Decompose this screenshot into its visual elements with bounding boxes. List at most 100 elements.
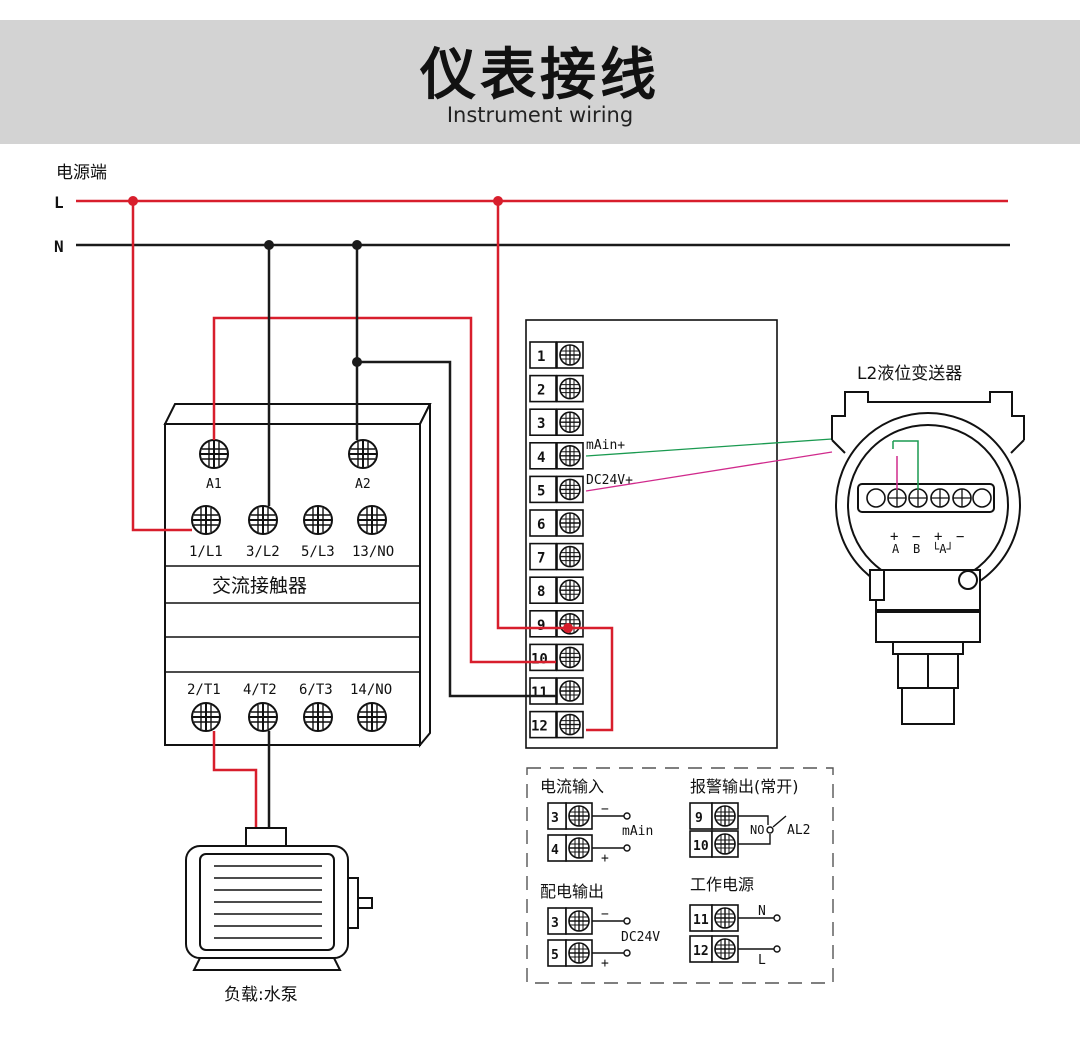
line-l-label: L [54,193,64,212]
legend-pin-box [547,834,567,862]
tx-plus-2: + [934,529,942,545]
neutral-wires [267,245,556,838]
terminal-screw [556,374,584,403]
transmitter-hole [972,488,992,508]
contactor-term-3l2: 3/L2 [246,544,280,560]
level-transmitter [831,391,1025,725]
page-subtitle: Instrument wiring [446,103,634,127]
contactor-label: 交流接触器 [212,575,307,597]
terminal-number-box [529,475,557,504]
legend-pin: 3 [551,916,559,931]
legend-pin: 5 [551,948,559,963]
motor-label: 负载:水泵 [224,985,298,1005]
terminal-screw [556,341,584,369]
terminal-number-box [529,677,557,705]
terminal-number-box [529,710,557,739]
terminal-screw [556,441,584,470]
legend-terminal [565,802,593,830]
legend-terminal [711,935,739,963]
legend-signal: mAin [622,824,653,839]
legend-terminal [565,907,593,935]
tx-b-label: B [913,542,920,556]
legend-box [526,767,834,984]
transmitter-hole [866,488,886,508]
legend-pin: 4 [551,843,559,858]
junction-dot [493,196,503,206]
line-n-label: N [54,237,64,256]
junction-dot [352,240,362,250]
legend-current-input-title: 电流输入 [540,777,604,796]
header-banner [0,20,1080,144]
page-title: 仪表接线 [420,43,660,108]
terminal-number-box [529,341,557,369]
terminal-number: 2 [537,383,545,399]
terminal-number: 3 [537,416,545,432]
pin4-label: mAin+ [586,438,625,453]
tx-a-label: A [892,542,900,556]
legend-signal: DC24V [621,930,660,945]
contactor-term-4t2: 4/T2 [243,682,277,698]
terminal-number: 1 [537,349,545,365]
contactor [163,403,432,748]
legend-power-out-title: 配电输出 [540,882,604,901]
junction-dot [128,196,138,206]
terminal-number: 4 [537,450,545,466]
legend-terminal [565,834,593,862]
terminal-number: 6 [537,517,545,533]
terminal-number-box [529,542,557,571]
signal-wire-pink [585,451,833,492]
terminal-screw [556,643,584,672]
pin5-label: DC24V+ [586,473,633,488]
terminal-number: 12 [531,719,548,735]
terminal-screw [556,710,584,739]
legend-pin: 10 [693,839,709,854]
terminal-number: 11 [531,685,548,701]
terminal-screw [556,475,584,504]
legend-terminal [711,904,739,932]
terminal-screw [556,542,584,571]
contactor-a2-screw [348,439,378,469]
legend-pin: 11 [693,913,709,928]
tx-minus-2: − [956,529,964,545]
live-wires [131,201,614,838]
terminal-number-box [529,609,557,638]
contactor-screw-4 [248,702,278,732]
legend-minus: − [601,907,609,922]
legend-n: N [758,904,766,919]
contactor-a1-screw [199,439,229,469]
contactor-screw-1 [191,505,221,535]
tx-bracket-label: └A┘ [932,541,954,556]
contactor-term-2t1: 2/T1 [187,682,221,698]
transmitter-label: L2液位变送器 [857,364,962,384]
legend-pin: 3 [551,811,559,826]
contactor-a1-label: A1 [206,477,222,492]
motor-fins [214,865,322,939]
legend-terminal [711,802,739,830]
contactor-term-1l1: 1/L1 [189,544,223,560]
contactor-screw-2 [191,702,221,732]
terminal-number-box [529,374,557,403]
terminal-screw [556,509,584,537]
terminal-number: 5 [537,483,545,499]
legend-pin: 12 [693,944,709,959]
contactor-term-13no: 13/NO [352,544,394,560]
junction-dot [563,623,573,633]
legend-terminal [565,939,593,967]
contactor-screw-13 [357,505,387,535]
terminal-number-box [529,643,557,672]
tx-plus-1: + [890,529,898,545]
contactor-screw-3 [248,505,278,535]
junction-dot [352,357,362,367]
legend-plus: + [601,956,609,971]
terminal-screw [556,576,584,605]
contactor-term-6t3: 6/T3 [299,682,333,698]
contactor-screw-5 [303,505,333,535]
terminal-number: 8 [537,584,545,600]
contactor-screw-14 [357,702,387,732]
legend-al2: AL2 [787,823,810,838]
motor-pump [185,827,373,971]
contactor-screw-6 [303,702,333,732]
junction-dot [264,240,274,250]
contactor-term-14no: 14/NO [350,682,392,698]
